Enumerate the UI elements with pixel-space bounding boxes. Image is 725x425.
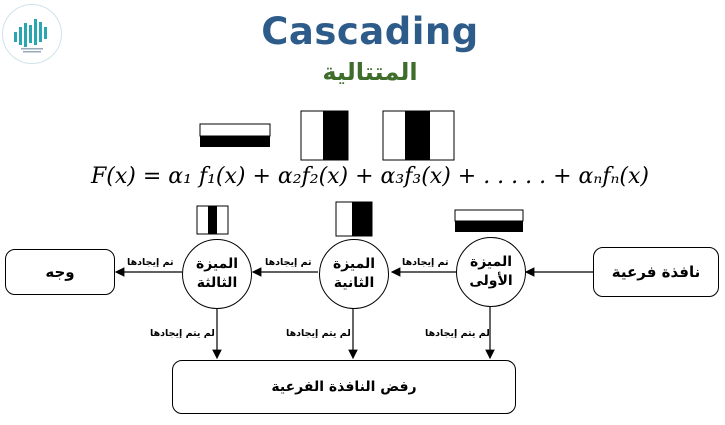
edge-label-not-found-1: لم يتم إيجادها [425,328,490,339]
logo [2,4,62,64]
cascade-formula: F(x) = α₁ f₁(x) + α₂f₂(x) + α₃f₃(x) + . … [91,164,649,189]
feature-2-label-line2: الثانية [333,275,375,291]
feature-3-label-line2: الثالثة [196,275,238,291]
haar-feature-three-rect-small [196,205,229,235]
input-subwindow-label: نافذة فرعية [611,263,701,281]
page-subtitle: المتتالية [322,58,418,86]
feature-1-label-line1: الميزة [469,254,513,270]
edge-label-found-3: تم إيجادها [127,257,174,268]
haar-feature-vertical-top [300,110,349,161]
face-output-label: وجه [45,263,75,281]
input-subwindow-box: نافذة فرعية [593,247,719,297]
feature-3-label-line1: الميزة [195,256,239,272]
face-output-box: وجه [5,249,115,295]
reject-subwindow-label: رفض النافذة الفرعية [271,379,417,395]
haar-feature-three-rect-top [382,110,455,161]
haar-feature-horizontal-top [199,123,271,147]
edge-label-found-2: تم إيجادها [265,257,312,268]
feature-2-label-line1: الميزة [332,256,376,272]
haar-feature-vertical-small [335,201,373,237]
logo-icon [14,19,47,53]
feature-3-node: الميزة الثالثة [182,239,252,309]
edge-label-not-found-3: لم يتم إيجادها [150,328,215,339]
reject-subwindow-box: رفض النافذة الفرعية [172,360,516,414]
page-title: Cascading [261,10,479,53]
edge-label-found-1: تم إيجادها [402,257,449,268]
edge-label-not-found-2: لم يتم إيجادها [286,328,351,339]
feature-1-node: الميزة الأولى [456,237,526,307]
feature-1-label-line2: الأولى [469,273,513,289]
feature-2-node: الميزة الثانية [319,239,389,309]
haar-feature-horizontal-small [454,209,524,232]
